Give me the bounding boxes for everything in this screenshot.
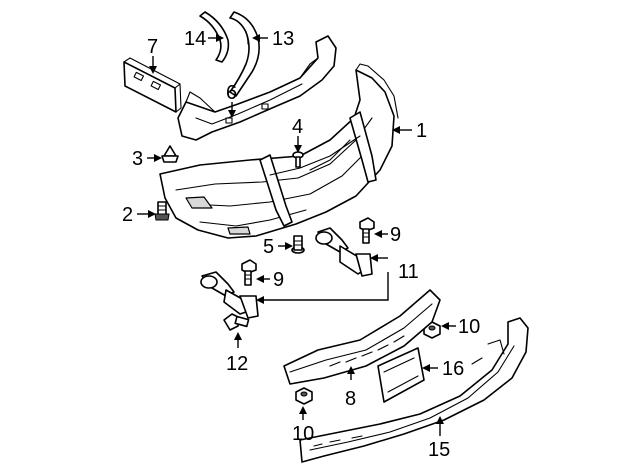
callout-11: 11 xyxy=(398,261,419,283)
part-3-push-clip xyxy=(161,145,179,163)
callout-labels: 1 2 3 4 5 6 7 8 9 9 10 10 11 12 13 14 15… xyxy=(122,28,480,461)
part-12-bolt xyxy=(223,313,250,331)
callout-3: 3 xyxy=(132,148,143,170)
callout-8: 8 xyxy=(345,388,356,410)
callout-2: 2 xyxy=(122,204,133,226)
part-10-nut-lower xyxy=(295,387,313,405)
part-15-lower-valance xyxy=(299,317,529,463)
callout-16: 16 xyxy=(442,358,464,380)
callout-10-right: 10 xyxy=(458,316,480,338)
callout-13: 13 xyxy=(272,28,294,50)
callout-7: 7 xyxy=(147,36,158,58)
part-9-bolt-lower xyxy=(241,259,257,286)
callout-10-lower: 10 xyxy=(292,423,314,445)
callout-4: 4 xyxy=(292,116,303,138)
callout-9-upper: 9 xyxy=(390,224,401,246)
callout-6: 6 xyxy=(226,82,237,104)
part-4-screw xyxy=(292,151,304,168)
part-1-grille-frame xyxy=(259,111,377,227)
leader-lines xyxy=(137,34,456,436)
part-16-plate-panel xyxy=(377,347,425,403)
part-5-bolt xyxy=(291,235,305,254)
callout-14: 14 xyxy=(184,28,206,50)
part-11-mount-upper xyxy=(315,227,373,277)
part-9-bolt-upper xyxy=(359,217,375,244)
part-6-impact-bracket xyxy=(177,35,337,141)
callout-15: 15 xyxy=(428,439,450,461)
callout-9-lower: 9 xyxy=(273,269,284,291)
part-8-reinforcement-bar xyxy=(283,289,441,385)
part-14-trim-strip xyxy=(199,11,230,63)
callout-12: 12 xyxy=(226,353,248,375)
part-11-mount-lower xyxy=(200,271,259,319)
callout-5: 5 xyxy=(263,236,274,258)
part-7-plate-bracket xyxy=(123,57,182,113)
part-2-bolt xyxy=(154,201,170,221)
callout-1: 1 xyxy=(416,120,427,142)
